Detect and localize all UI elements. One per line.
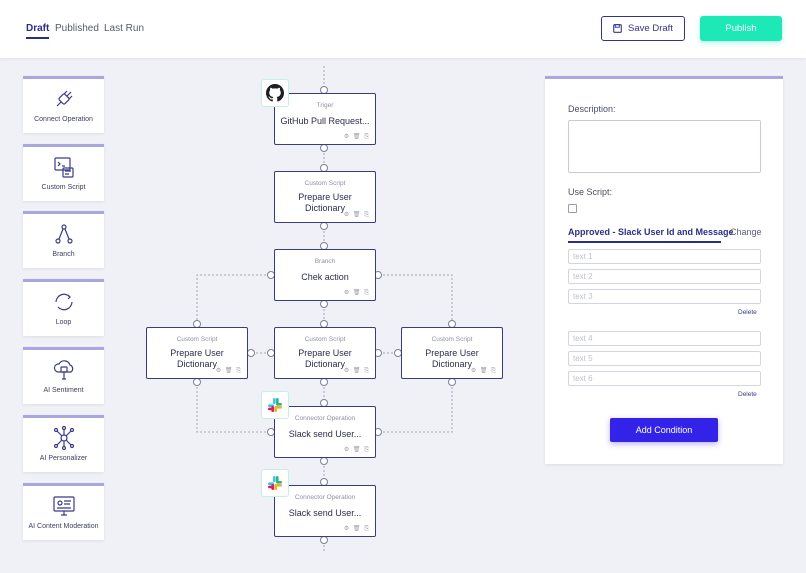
top-bar: Draft Published Last Run Save Draft Publ… [0, 0, 806, 58]
palette-label: Branch [52, 251, 75, 258]
node-title: Chek action [301, 272, 349, 282]
use-script-label: Use Script: [568, 187, 613, 197]
condition-input-2[interactable]: text 2 [568, 269, 761, 284]
save-draft-label: Save Draft [628, 23, 673, 34]
slack-icon [268, 398, 282, 412]
node-custom-script-right[interactable]: Custom Script Prepare User Dictionary ⚙ … [401, 327, 503, 379]
delete-condition-group-1[interactable]: Delete [738, 309, 757, 316]
node-title: Prepare User Dictionary [170, 348, 224, 369]
tab-change[interactable]: Change [730, 227, 762, 237]
slack-icon [268, 476, 282, 490]
condition-input-4[interactable]: text 4 [568, 331, 761, 346]
publish-label: Publish [725, 23, 757, 34]
condition-input-3[interactable]: text 3 [568, 289, 761, 304]
node-tools[interactable]: ⚙ 🗑 ⎘ [343, 447, 370, 453]
description-input[interactable] [568, 120, 761, 173]
tab-draft[interactable]: Draft [26, 23, 50, 39]
condition-input-6[interactable]: text 6 [568, 371, 761, 386]
condition-input-5[interactable]: text 5 [568, 351, 761, 366]
monitor-moderation-icon [52, 496, 75, 516]
node-trigger-github[interactable]: Triger GitHub Pull Request... ⚙ 🗑 ⎘ [274, 93, 376, 145]
palette-label: AI Personalizer [39, 455, 88, 462]
palette-ai-content-moderation[interactable]: AI Content Moderation [23, 483, 104, 540]
node-title: Slack send User... [288, 429, 362, 439]
tab-underline [568, 241, 721, 243]
save-icon [613, 24, 622, 33]
condition-input-1[interactable]: text 1 [568, 249, 761, 264]
tab-last-run[interactable]: Last Run [104, 23, 145, 34]
save-draft-button[interactable]: Save Draft [601, 16, 685, 41]
add-condition-label: Add Condition [635, 425, 693, 435]
plug-icon [56, 90, 72, 107]
node-type: Custom Script [431, 336, 473, 343]
github-badge [261, 79, 289, 107]
palette-label: AI Sentiment [43, 387, 84, 394]
add-condition-button[interactable]: Add Condition [610, 418, 718, 442]
palette-ai-personalizer[interactable]: AI Personalizer [23, 415, 104, 472]
node-title: Slack send User... [288, 508, 362, 518]
node-type: Custom Script [304, 180, 346, 187]
tab-approved-slack[interactable]: Approved - Slack User Id and Message [568, 227, 734, 237]
palette-ai-sentiment[interactable]: AI Sentiment [23, 347, 104, 404]
palette-label: AI Content Moderation [28, 523, 99, 530]
node-custom-script[interactable]: Custom Script Prepare User Dictionary ⚙ … [274, 171, 376, 223]
node-custom-script-left[interactable]: Custom Script Prepare User Dictionary ⚙ … [146, 327, 248, 379]
loop-icon [54, 293, 73, 311]
node-type: Triger [316, 102, 334, 109]
palette-label: Loop [55, 319, 72, 326]
publish-button[interactable]: Publish [700, 16, 782, 41]
network-icon [53, 425, 74, 451]
node-title: Prepare User Dictionary [298, 348, 352, 369]
node-type: Connector Operation [294, 494, 356, 501]
tab-published[interactable]: Published [55, 23, 99, 34]
node-type: Custom Script [176, 336, 218, 343]
node-tools[interactable]: ⚙ 🗑 ⎘ [470, 368, 497, 374]
node-tools[interactable]: ⚙ 🗑 ⎘ [343, 526, 370, 532]
palette-custom-script[interactable]: Custom Script [23, 144, 104, 201]
cloud-ai-icon [53, 360, 73, 380]
node-tools[interactable]: ⚙ 🗑 ⎘ [343, 290, 370, 296]
slack-badge [261, 469, 289, 497]
node-title: GitHub Pull Request... [280, 116, 370, 126]
palette-label: Custom Script [41, 184, 86, 191]
node-tools[interactable]: ⚙ 🗑 ⎘ [215, 368, 242, 374]
node-tools[interactable]: ⚙ 🗑 ⎘ [343, 134, 370, 140]
node-slack-send-1[interactable]: Connector Operation Slack send User... ⚙… [274, 406, 376, 458]
delete-condition-group-2[interactable]: Delete [738, 391, 757, 398]
node-type: Custom Script [304, 336, 346, 343]
node-type: Connector Operation [294, 415, 356, 422]
script-icon [53, 157, 74, 178]
node-slack-send-2[interactable]: Connector Operation Slack send User... ⚙… [274, 485, 376, 537]
use-script-checkbox[interactable] [568, 204, 577, 213]
branch-icon [54, 224, 73, 244]
node-type: Branch [314, 258, 336, 265]
node-tools[interactable]: ⚙ 🗑 ⎘ [343, 368, 370, 374]
palette-label: Connect Operation [34, 116, 93, 123]
properties-panel: Description: Use Script: Approved - Slac… [545, 76, 783, 464]
slack-badge [261, 391, 289, 419]
palette-connect-operation[interactable]: Connect Operation [23, 76, 104, 133]
github-icon [266, 84, 284, 102]
node-tools[interactable]: ⚙ 🗑 ⎘ [343, 212, 370, 218]
node-branch[interactable]: Branch Chek action ⚙ 🗑 ⎘ [274, 249, 376, 301]
node-title: Prepare User Dictionary [298, 192, 352, 213]
node-title: Prepare User Dictionary [425, 348, 479, 369]
palette-branch[interactable]: Branch [23, 211, 104, 268]
description-label: Description: [568, 104, 616, 114]
palette-loop[interactable]: Loop [23, 279, 104, 336]
node-custom-script-middle[interactable]: Custom Script Prepare User Dictionary ⚙ … [274, 327, 376, 379]
